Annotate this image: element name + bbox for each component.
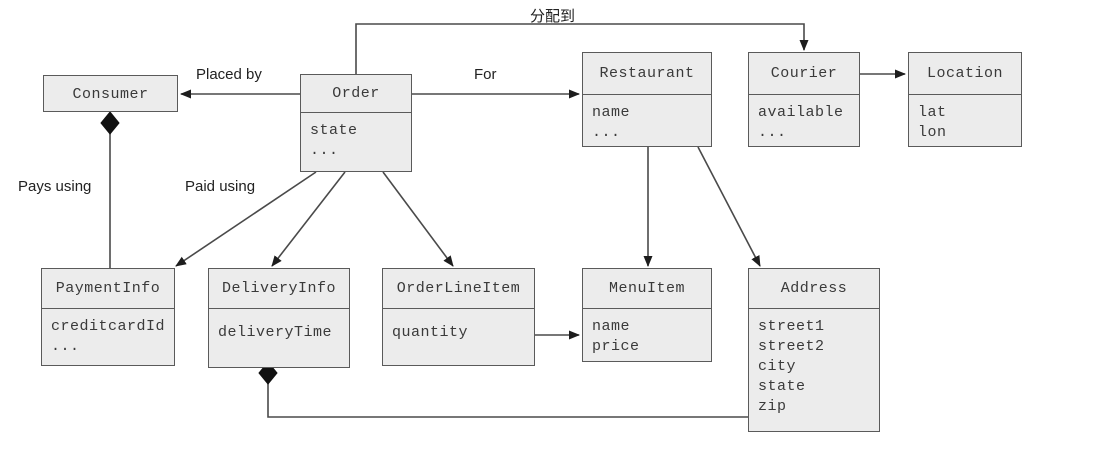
class-attributes-address: street1 street2 city state zip: [749, 309, 879, 417]
class-box-location[interactable]: Location lat lon: [908, 52, 1022, 147]
attribute: ...: [51, 338, 80, 355]
class-attributes-orderlineitem: quantity: [383, 309, 534, 343]
edge-label-assigned-to: 分配到: [530, 7, 576, 25]
class-attributes-location: lat lon: [909, 95, 1021, 143]
edge-label-pays-using: Pays using: [18, 178, 92, 195]
class-attributes-order: state ...: [301, 113, 411, 161]
class-box-menuitem[interactable]: MenuItem name price: [582, 268, 712, 362]
attribute: ...: [592, 124, 621, 141]
class-box-paymentinfo[interactable]: PaymentInfo creditcardId ...: [41, 268, 175, 366]
class-box-restaurant[interactable]: Restaurant name ...: [582, 52, 712, 147]
edge-order-has-lineitems: [382, 171, 454, 267]
class-attributes-paymentinfo: creditcardId ...: [42, 309, 174, 357]
attribute: state: [310, 122, 358, 139]
attribute: lon: [918, 124, 947, 141]
edge-consumer-pays-using-paymentinfo: [100, 111, 120, 268]
class-box-order[interactable]: Order state ...: [300, 74, 412, 172]
attribute: creditcardId: [51, 318, 166, 335]
class-box-consumer[interactable]: Consumer: [43, 75, 178, 112]
class-title-order: Order: [301, 75, 411, 113]
edge-order-paid-using-paymentinfo: [175, 171, 317, 267]
edge-order-has-deliveryinfo: [271, 171, 346, 267]
class-title-menuitem: MenuItem: [583, 269, 711, 309]
class-attributes-courier: available ...: [749, 95, 859, 143]
class-attributes-deliveryinfo: deliveryTime: [209, 309, 349, 343]
class-title-courier: Courier: [749, 53, 859, 95]
class-title-orderlineitem: OrderLineItem: [383, 269, 534, 309]
edge-deliveryinfo-address: [258, 361, 748, 418]
attribute: lat: [918, 104, 947, 121]
attribute: city: [758, 358, 797, 375]
attribute: quantity: [392, 324, 469, 341]
attribute: deliveryTime: [218, 324, 333, 341]
attribute: ...: [310, 142, 339, 159]
class-box-address[interactable]: Address street1 street2 city state zip: [748, 268, 880, 432]
class-box-orderlineitem[interactable]: OrderLineItem quantity: [382, 268, 535, 366]
class-attributes-menuitem: name price: [583, 309, 711, 357]
attribute: street2: [758, 338, 825, 355]
edge-order-assigned-to-courier: [355, 23, 809, 74]
edge-label-paid-using: Paid using: [185, 178, 256, 195]
class-box-deliveryinfo[interactable]: DeliveryInfo deliveryTime: [208, 268, 350, 368]
class-title-consumer: Consumer: [72, 86, 149, 103]
class-attributes-restaurant: name ...: [583, 95, 711, 143]
edge-label-for: For: [474, 66, 497, 83]
attribute: name: [592, 318, 631, 335]
edge-restaurant-address: [697, 146, 761, 267]
class-title-paymentinfo: PaymentInfo: [42, 269, 174, 309]
attribute: street1: [758, 318, 825, 335]
attribute: zip: [758, 398, 787, 415]
attribute: name: [592, 104, 631, 121]
attribute: state: [758, 378, 806, 395]
class-title-location: Location: [909, 53, 1021, 95]
attribute: price: [592, 338, 640, 355]
class-title-restaurant: Restaurant: [583, 53, 711, 95]
class-box-courier[interactable]: Courier available ...: [748, 52, 860, 147]
attribute: ...: [758, 124, 787, 141]
class-title-deliveryinfo: DeliveryInfo: [209, 269, 349, 309]
edge-label-placed-by: Placed by: [196, 66, 262, 83]
class-title-address: Address: [749, 269, 879, 309]
attribute: available: [758, 104, 844, 121]
